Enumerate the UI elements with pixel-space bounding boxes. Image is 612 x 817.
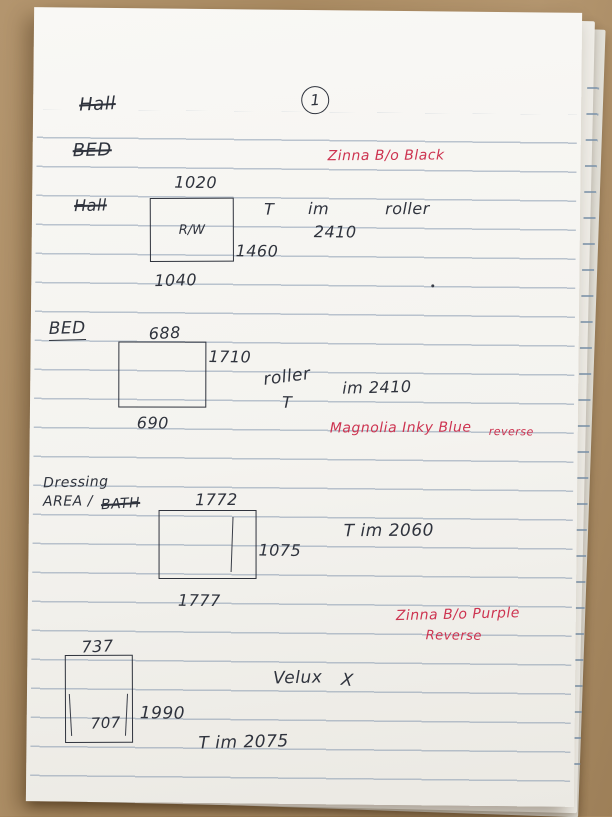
note-dressing-blind-reverse: Reverse [425, 628, 483, 644]
note-bed-blind: Magnolia Inky Blue [329, 419, 472, 437]
dressing-drop: T im 2060 [343, 520, 435, 542]
velux-drop: T im 2075 [198, 731, 289, 754]
hall-inner-label: R/W [178, 222, 206, 238]
bed-window-rect [118, 341, 207, 408]
dressing-label-line2a: AREA / [42, 493, 93, 510]
hall-window-rect: R/W [149, 197, 234, 262]
bed-drop: im 2410 [341, 376, 412, 398]
pen-dot [431, 284, 435, 288]
velux-x-mark: X [340, 669, 355, 692]
hall-drop: 2410 [313, 222, 357, 242]
velux-label: Velux [272, 667, 323, 689]
notepad-page: 1 Hall BED Zinna B/o Black 1020 Hall R/W… [25, 7, 583, 807]
bed-width-bottom: 690 [136, 413, 169, 433]
note-black-blind: Zinna B/o Black [327, 147, 445, 165]
note-dressing-blind: Zinna B/o Purple [395, 605, 521, 625]
hall-im-mark: im [307, 199, 330, 219]
page-number-circle: 1 [300, 85, 331, 115]
hall-height-right: 1460 [235, 241, 279, 261]
hall-width-top: 1020 [174, 172, 218, 193]
note-bed-blind-reverse: reverse [488, 424, 534, 439]
hall-blind-type: roller [385, 198, 430, 219]
hall-t-mark: T [263, 199, 275, 219]
velux-height-right: 1990 [139, 703, 186, 724]
dressing-width-bottom: 1777 [177, 590, 221, 611]
page-number: 1 [309, 90, 321, 110]
header-hall-crossed: Hall [78, 93, 117, 116]
dressing-width-top: 1772 [194, 489, 238, 510]
bed-label: BED [48, 318, 87, 341]
dressing-label-line1: Dressing [43, 473, 109, 492]
dressing-window-divider [230, 516, 234, 572]
velux-inner-left-tick [68, 693, 73, 736]
header-bed-crossed: BED [72, 139, 113, 162]
dressing-height-right: 1075 [258, 540, 302, 560]
velux-inner-right-tick [124, 693, 129, 736]
bed-t-mark: T [281, 392, 293, 412]
bed-width-top: 688 [148, 322, 182, 344]
hall-label: Hall [73, 195, 108, 216]
velux-width-inner: 707 [90, 713, 122, 733]
hall-width-bottom: 1040 [154, 270, 198, 291]
dressing-label-line2b: BATH [100, 494, 141, 514]
bed-height-right: 1710 [208, 346, 252, 367]
velux-width-top: 737 [81, 636, 114, 657]
dressing-window-rect [158, 509, 257, 579]
